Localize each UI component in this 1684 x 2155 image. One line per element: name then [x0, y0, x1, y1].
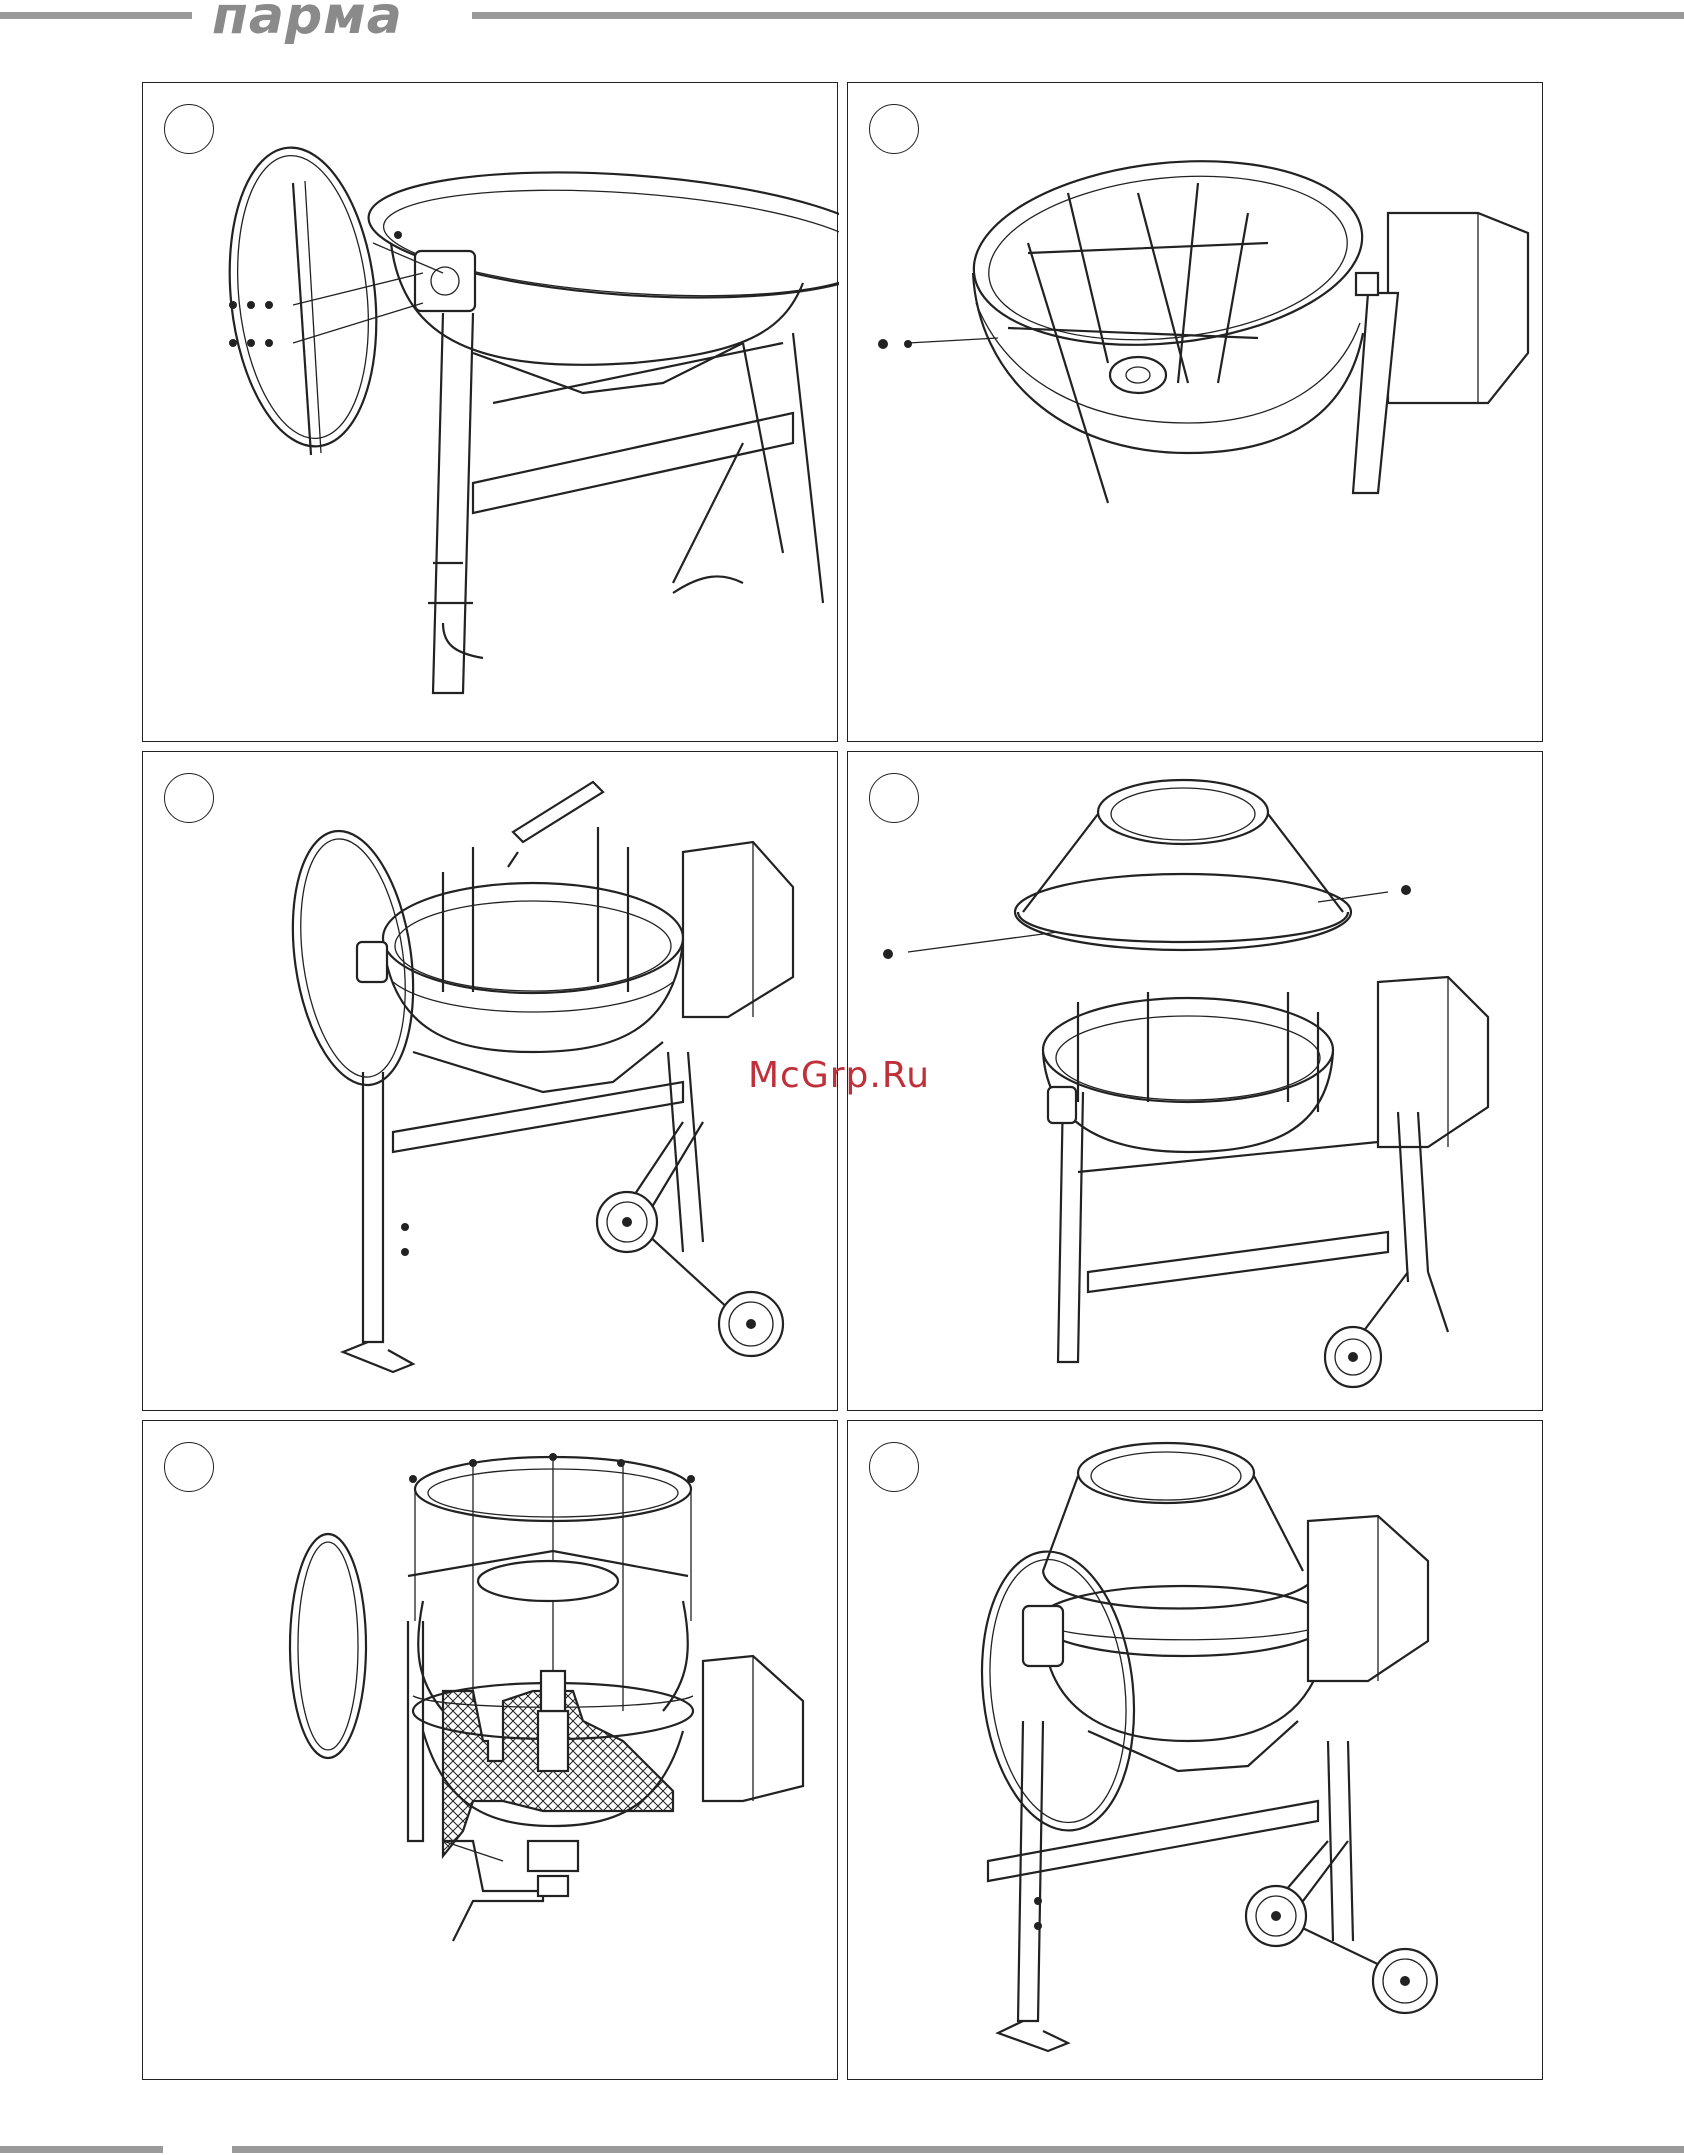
assembly-step-2: [847, 82, 1543, 742]
drum-blades-illustration: [848, 83, 1544, 743]
header-rule-right: [472, 12, 1684, 19]
drum-handwheel-illustration: [143, 83, 839, 743]
assembly-step-6: [847, 1420, 1543, 2080]
footer-rule-left: [0, 2146, 163, 2153]
brand-logo: парма: [212, 0, 403, 46]
assembly-step-3: [142, 751, 838, 1411]
footer-rule-right: [232, 2146, 1684, 2153]
header-rule-left: [0, 12, 192, 19]
assembly-step-4: [847, 751, 1543, 1411]
ring-gear-illustration: [143, 1421, 839, 2081]
watermark-text: McGrp.Ru: [748, 1055, 930, 1096]
drum-cone-illustration: [848, 752, 1544, 1412]
assembly-step-5: [142, 1420, 838, 2080]
assembly-step-1: [142, 82, 838, 742]
mixer-stand-illustration: [143, 752, 839, 1412]
assembled-mixer-illustration: [848, 1421, 1544, 2081]
